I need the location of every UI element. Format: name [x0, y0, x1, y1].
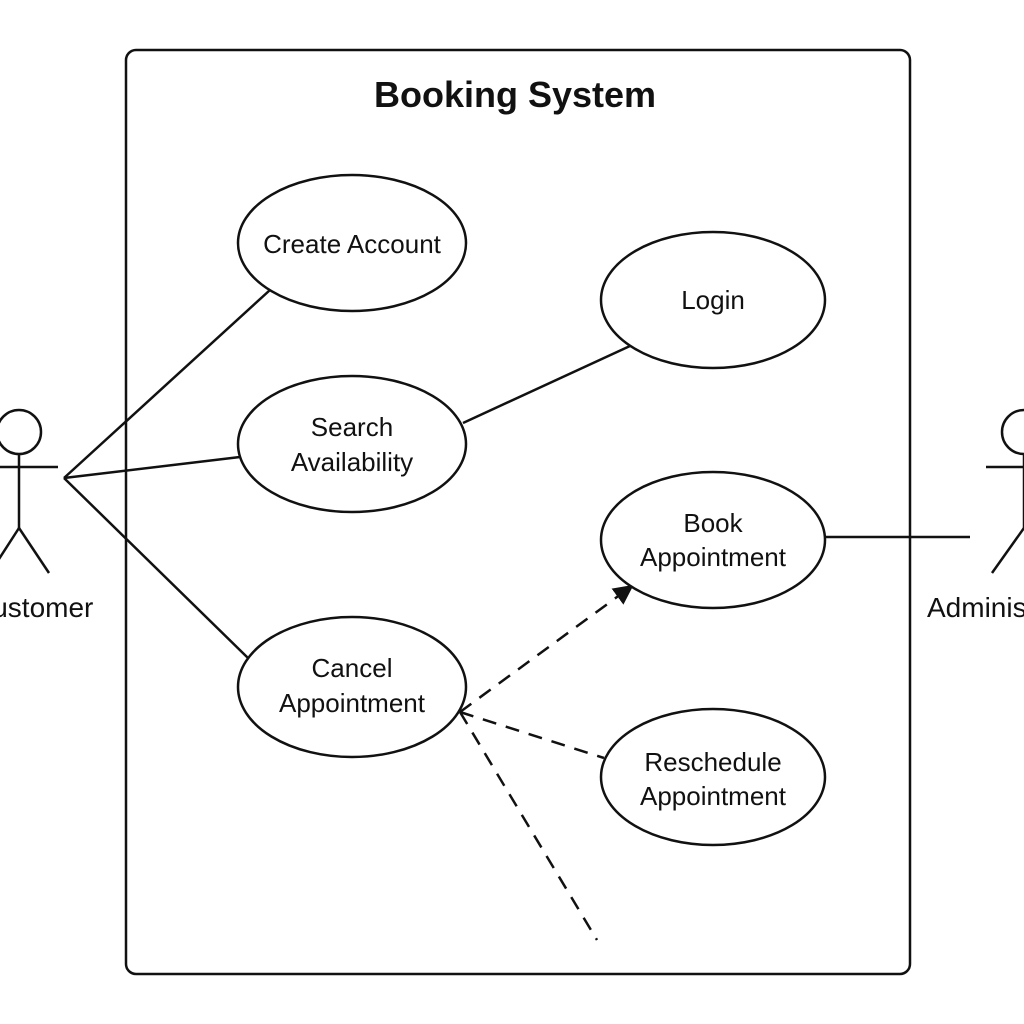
dependency-cancel-book — [459, 584, 634, 714]
use-case-label-line1: Search — [311, 412, 393, 442]
dependency-cancel-reschedule — [459, 710, 605, 760]
system-boundary — [124, 48, 912, 976]
actor-leg-right — [17, 527, 51, 574]
use-case-label-line2: Appointment — [640, 542, 787, 572]
actor-leg-left — [0, 527, 21, 560]
dependency-cancel-extension — [458, 711, 599, 941]
actor-leg-left — [990, 527, 1024, 574]
use-case-label-line1: Cancel — [312, 653, 393, 683]
association-search-login — [462, 344, 631, 425]
use-case-label: Login — [681, 285, 745, 315]
use-case-label-line2: Availability — [291, 447, 413, 477]
actor-admin-label: Administrator — [927, 592, 1024, 623]
actor-administrator: Administrator — [927, 408, 1024, 623]
actor-customer: Customer — [0, 408, 93, 623]
use-case-label-line1: Book — [683, 508, 743, 538]
use-case-cancel-appointment: Cancel Appointment — [236, 615, 468, 759]
use-case-book-appointment: Book Appointment — [599, 470, 827, 610]
use-case-login: Login — [599, 230, 827, 370]
actor-customer-label: Customer — [0, 592, 93, 623]
association-customer-cancel-appointment — [63, 477, 249, 659]
actor-head-icon — [1000, 408, 1024, 456]
use-case-label: Create Account — [263, 229, 442, 259]
use-case-label-line2: Appointment — [640, 781, 787, 811]
association-customer-search-availability — [63, 455, 241, 480]
use-case-label-line1: Reschedule — [644, 747, 781, 777]
use-case-label-line2: Appointment — [279, 688, 426, 718]
use-case-search-availability: Search Availability — [236, 374, 468, 514]
use-case-create-account: Create Account — [236, 173, 468, 313]
association-customer-create-account — [63, 289, 271, 479]
actor-head-icon — [0, 408, 43, 456]
use-case-reschedule-appointment: Reschedule Appointment — [599, 707, 827, 847]
system-title: Booking System — [374, 74, 656, 115]
